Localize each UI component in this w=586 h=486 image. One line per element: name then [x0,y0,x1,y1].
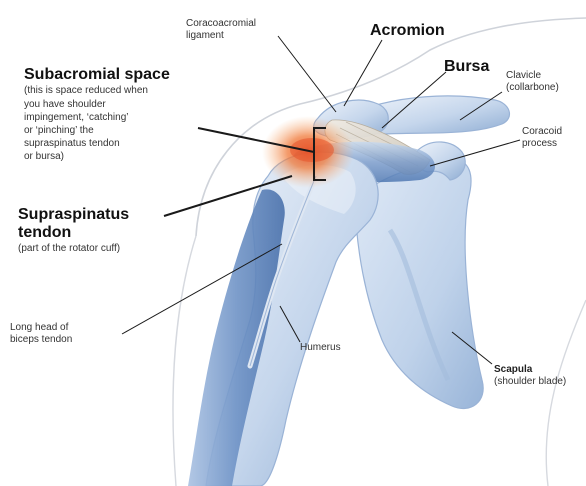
humerus-label: Humerus [300,342,341,354]
scapula-title: Scapula [494,364,566,376]
bursa-label: Bursa [444,58,489,76]
torso-outline [546,300,586,486]
coracoid-process-label: Coracoid process [522,126,562,149]
bursa-shape [290,138,334,162]
acromion-label: Acromion [370,22,445,40]
scapula-note: (shoulder blade) [494,376,566,388]
coracoacromial-ligament-label: Coracoacromial ligament [186,18,256,41]
subacromial-space-label: Subacromial space (this is space reduced… [24,66,170,164]
arm-outline [173,236,196,486]
supraspinatus-title-line1: Supraspinatus [18,206,129,224]
supraspinatus-note: (part of the rotator cuff) [18,243,129,255]
leader-acromion [344,40,382,106]
subacromial-space-note: (this is space reduced when you have sho… [24,84,170,163]
scapula-label: Scapula (shoulder blade) [494,364,566,387]
supraspinatus-title-line2: tendon [18,224,129,242]
leader-coracoacromial [278,36,336,112]
long-head-biceps-label: Long head of biceps tendon [10,322,72,345]
supraspinatus-tendon-label: Supraspinatus tendon (part of the rotato… [18,206,129,254]
clavicle-label: Clavicle (collarbone) [506,70,559,93]
subacromial-space-title: Subacromial space [24,66,170,84]
